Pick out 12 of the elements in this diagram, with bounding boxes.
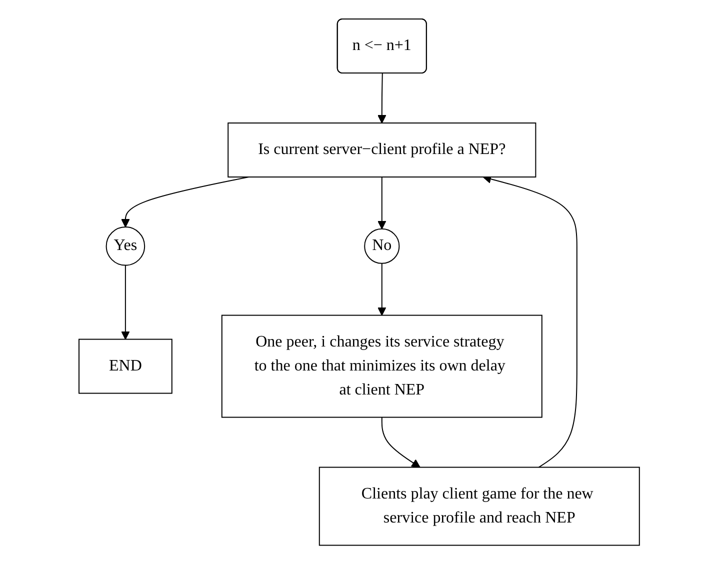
node-box: Clients play client game for the new service profile and reach NEP: [319, 467, 640, 546]
arrow: [378, 263, 387, 316]
arrow: [378, 73, 387, 124]
node-box: Is current server−client profile a NEP?: [228, 122, 536, 178]
arrow: [378, 176, 387, 230]
node-box: One peer, i changes its service strategy to the one that minimizes its own delay at client NEP: [222, 315, 543, 418]
node-circle: No: [364, 228, 400, 264]
node-circle: Yes: [106, 226, 146, 266]
arrow: [382, 417, 421, 468]
node-box: END: [78, 339, 173, 394]
arrow: [121, 265, 130, 340]
arrow: [483, 175, 578, 468]
